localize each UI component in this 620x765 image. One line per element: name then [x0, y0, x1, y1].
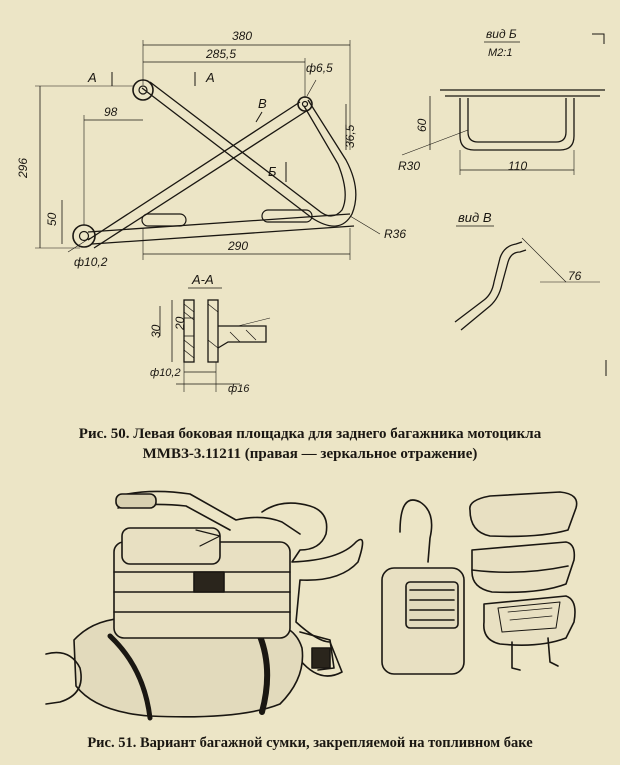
shoulder-bag — [399, 499, 433, 563]
slot-right — [261, 209, 313, 223]
view-v-title: вид В — [458, 210, 492, 225]
dim-285: 285,5 — [205, 47, 236, 61]
view-b-scale: М2:1 — [488, 47, 512, 59]
section-dim-16: ф16 — [228, 383, 250, 395]
view-v-tube — [454, 241, 523, 323]
dim-r36: R36 — [384, 227, 406, 241]
dim-50: 50 — [45, 212, 59, 226]
frame-tube-diag — [87, 101, 301, 241]
section-dim-30: 30 — [149, 324, 163, 338]
dim-10-2: ф10,2 — [74, 255, 108, 269]
figure-50-drawing: 380 285,5 ф6,5 98 296 36,5 50 290 ф10,2 … — [16, 27, 607, 395]
lug-bottom-left — [72, 224, 96, 248]
dim-98: 98 — [104, 105, 118, 119]
view-b-title: вид Б — [486, 27, 517, 41]
label-v: В — [258, 96, 267, 111]
figure-51-caption: Рис. 51. Вариант багажной сумки, закрепл… — [87, 735, 533, 751]
dim-6-5: ф6,5 — [306, 61, 333, 75]
bag-base — [483, 595, 576, 646]
rider-figure — [261, 502, 364, 677]
bag-middle — [471, 541, 576, 594]
view-b-dim-110: 110 — [508, 159, 527, 173]
dim-290: 290 — [227, 239, 248, 253]
label-a-right: А — [205, 70, 215, 85]
view-b-dim-r30: R30 — [398, 159, 420, 173]
frame-tube-bottom — [87, 213, 351, 233]
section-dim-20: 20 — [173, 316, 187, 331]
slot-left — [141, 213, 187, 227]
handlebar — [117, 490, 301, 535]
view-v-dim-76: 76 — [568, 269, 582, 283]
frame-tube-top — [141, 87, 357, 227]
figure-50-caption: Рис. 50. Левая боковая площадка для задн… — [0, 424, 620, 464]
label-b: Б — [268, 164, 277, 179]
dim-380: 380 — [232, 29, 252, 43]
bag-lid — [469, 491, 578, 538]
caption-50-line-1: Рис. 50. Левая боковая площадка для задн… — [78, 426, 542, 442]
view-b-dim-60: 60 — [415, 118, 429, 132]
label-a-left: А — [87, 70, 97, 85]
section-aa-plate — [183, 299, 195, 363]
dim-36-5: 36,5 — [343, 124, 357, 148]
view-b-tube — [440, 89, 605, 97]
section-aa-title: А-А — [191, 272, 214, 287]
dim-296: 296 — [16, 158, 30, 179]
caption-50-line-2: ММВЗ-3.11211 (правая — зеркальное отраже… — [142, 446, 478, 462]
figure-51-illustration — [45, 490, 578, 721]
section-dim-10-2: ф10,2 — [150, 367, 181, 379]
